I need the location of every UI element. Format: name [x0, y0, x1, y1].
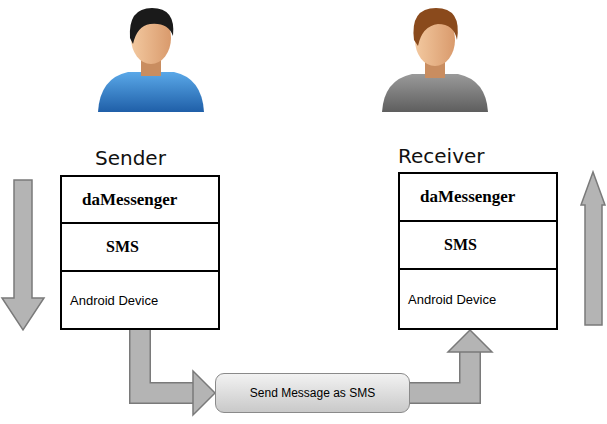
sms-layer-box: SMS [398, 220, 558, 270]
node-text: Android Device [70, 293, 158, 308]
app-layer-box: daMessenger [398, 172, 558, 222]
receiver-label: Receiver [398, 144, 485, 168]
device-layer-box: Android Device [398, 268, 558, 330]
node-text: Send Message as SMS [250, 386, 375, 400]
app-layer-box: daMessenger [60, 175, 220, 224]
flow-arrow [140, 330, 215, 415]
down-arrow [2, 180, 44, 330]
device-layer-box: Android Device [60, 270, 220, 330]
sms-layer-box: SMS [60, 222, 220, 272]
receiver-figure [382, 8, 488, 112]
sender-figure [98, 8, 204, 112]
node-text: Android Device [408, 292, 496, 307]
up-arrow [581, 172, 605, 325]
node-text: SMS [106, 238, 139, 256]
transfer-box: Send Message as SMS [215, 373, 410, 413]
sender-label: Sender [95, 146, 166, 170]
node-text: daMessenger [82, 190, 177, 210]
node-text: SMS [444, 236, 477, 254]
node-text: daMessenger [420, 187, 515, 207]
flow-arrow [410, 330, 492, 393]
